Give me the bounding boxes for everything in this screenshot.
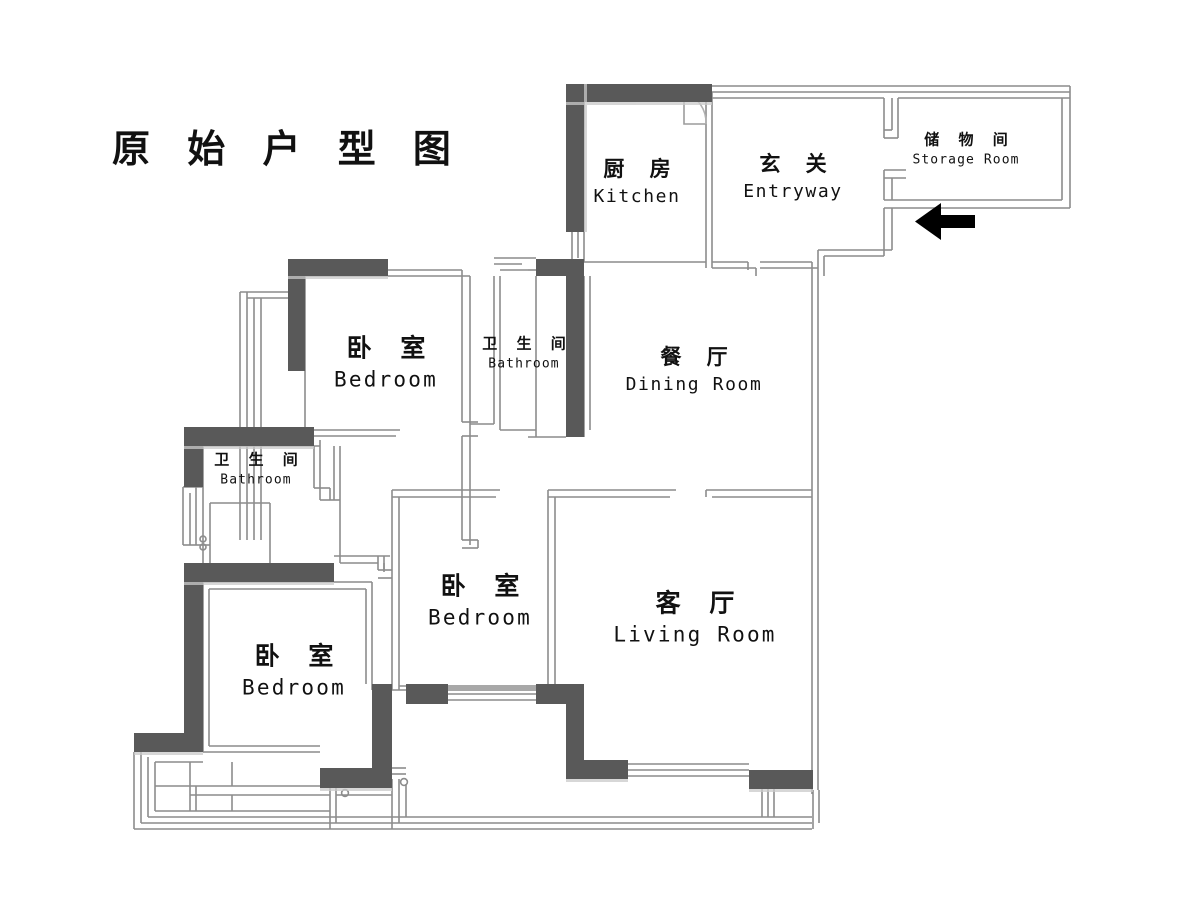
thin-wall-layer <box>133 85 1071 830</box>
entry-direction-arrow <box>915 203 975 240</box>
structural-wall-layer <box>134 84 813 789</box>
page-title: 原 始 户 型 图 <box>112 127 463 171</box>
wall-shadow-layer <box>134 84 813 792</box>
